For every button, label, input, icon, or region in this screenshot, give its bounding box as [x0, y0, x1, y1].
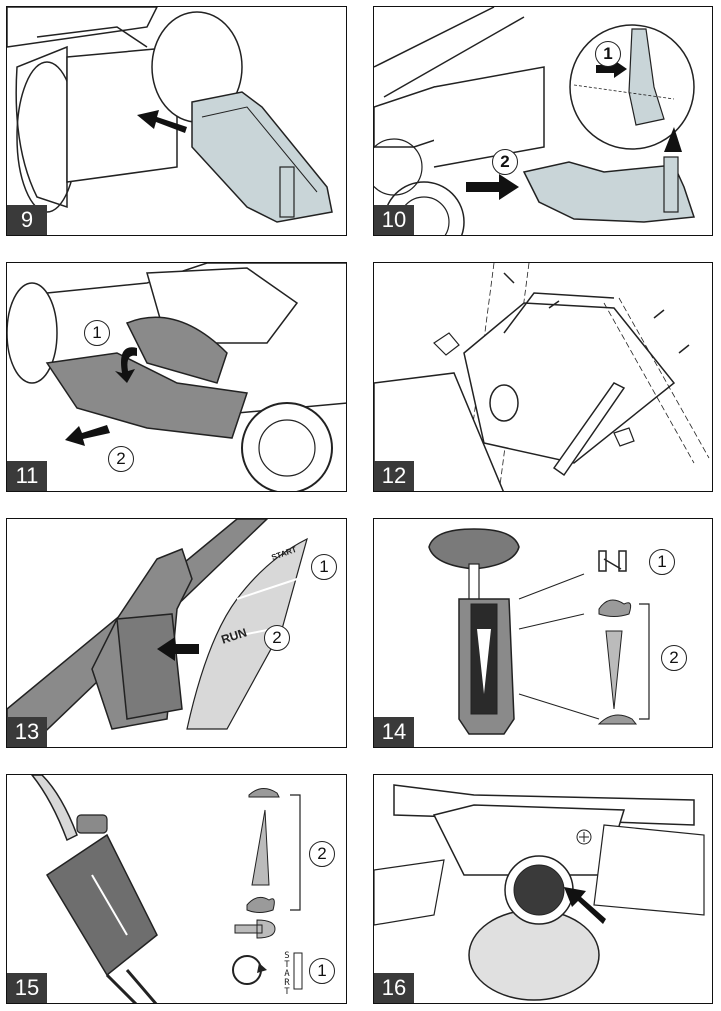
illustration-12 — [374, 263, 710, 491]
callout-1: 1 — [649, 549, 675, 575]
start-letter: T — [284, 960, 290, 970]
callout-2: 2 — [264, 625, 290, 651]
rabbit-icon — [598, 599, 632, 617]
figure-panel-11: 1 2 11 — [6, 262, 347, 492]
callout-2: 2 — [108, 446, 134, 472]
callout-1: 1 — [311, 554, 337, 580]
figure-panel-9: 9 — [6, 6, 347, 236]
rabbit-icon — [246, 896, 275, 913]
knob-icon — [433, 332, 460, 356]
arrow-icon — [596, 60, 627, 78]
start-letter: R — [284, 978, 290, 988]
grass-catcher — [191, 91, 333, 223]
figure-panel-16: 16 — [373, 774, 713, 1004]
knob-icon — [613, 427, 635, 447]
callout-1: 1 — [84, 320, 110, 346]
rotate-icon — [232, 955, 262, 985]
figure-panel-12: 12 — [373, 262, 713, 492]
start-letter: T — [284, 987, 290, 997]
speed-wedge — [605, 630, 623, 710]
panel-number-13: 13 — [7, 717, 47, 747]
panel-number-12: 12 — [374, 461, 414, 491]
callout-2: 2 — [661, 645, 687, 671]
arrow-icon — [137, 110, 187, 133]
speed-wedge — [251, 809, 270, 886]
figure-panel-15: S T A R T 2 1 15 — [6, 774, 347, 1004]
figure-panel-13: START RUN 1 2 13 — [6, 518, 347, 748]
start-letter: S — [284, 951, 290, 961]
panel-number-15: 15 — [7, 973, 47, 1003]
figure-panel-14: 1 2 14 — [373, 518, 713, 748]
key-icon — [234, 919, 276, 939]
arrow-icon — [466, 174, 519, 200]
illustration-14 — [428, 528, 650, 735]
choke-icon — [598, 550, 627, 572]
panel-number-10: 10 — [374, 205, 414, 235]
illustration-9 — [7, 7, 333, 223]
illustration-16 — [374, 784, 705, 1001]
turtle-icon — [248, 788, 280, 798]
illustration-11 — [7, 263, 346, 491]
grass-catcher — [522, 161, 696, 223]
panel-number-9: 9 — [7, 205, 47, 235]
illustration-10 — [374, 7, 696, 235]
callout-2: 2 — [492, 149, 518, 175]
arrow-icon — [157, 637, 199, 661]
callout-1: 1 — [309, 958, 335, 984]
arrow-icon — [65, 425, 110, 446]
callout-1: 1 — [595, 41, 621, 67]
throttle-knob — [428, 528, 520, 570]
rear-flap — [125, 316, 228, 384]
start-letter: A — [284, 969, 290, 979]
control-plate — [45, 833, 158, 977]
panel-number-14: 14 — [374, 717, 414, 747]
arrow-icon — [503, 272, 690, 354]
illustration-13 — [7, 519, 308, 747]
figure-panel-10: 1 2 10 — [373, 6, 713, 236]
panel-number-11: 11 — [7, 461, 47, 491]
illustration-15 — [31, 775, 303, 1003]
callout-2: 2 — [309, 841, 335, 867]
arrow-icon — [115, 347, 137, 383]
turtle-icon — [597, 714, 638, 725]
panel-number-16: 16 — [374, 973, 414, 1003]
arrow-icon — [564, 887, 606, 924]
